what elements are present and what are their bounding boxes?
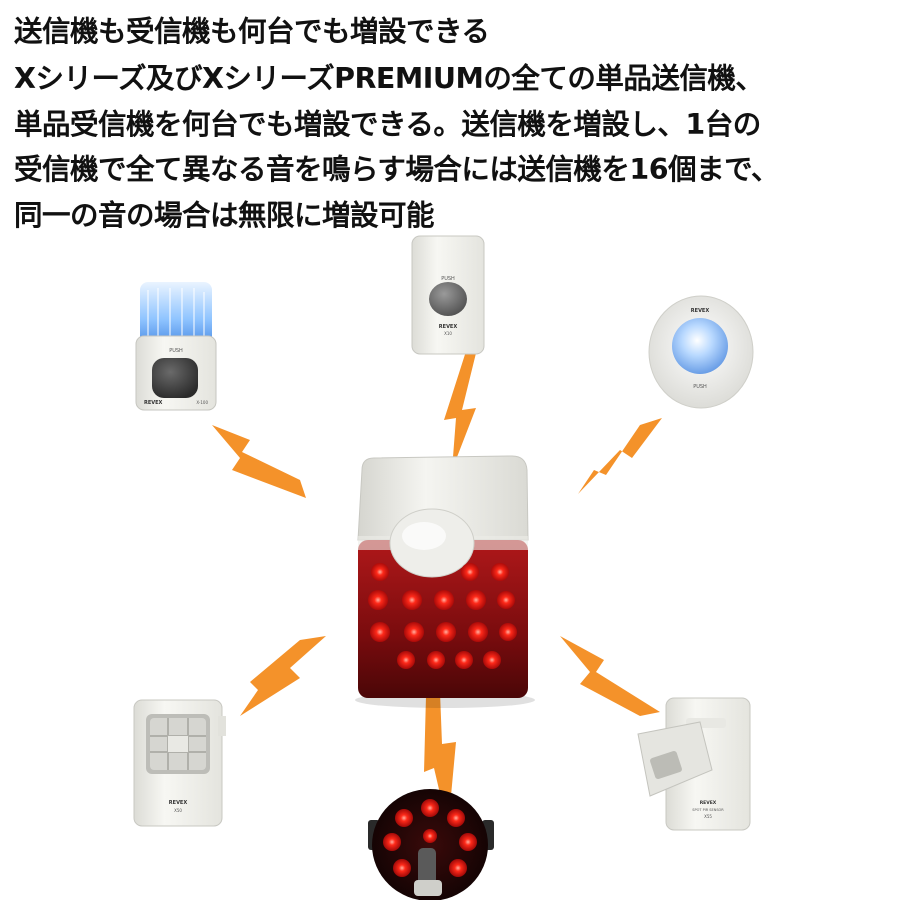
signal-bolt-bottom-left xyxy=(240,636,326,716)
pir-motion-sensor: REVEX X50 xyxy=(133,699,226,827)
headline-line-4: 同一の音の場合は無限に増設可能 xyxy=(14,198,435,232)
model-label-2: X10 xyxy=(444,331,452,336)
model-label-1: X-100 xyxy=(196,400,208,405)
headline-title: 送信機も受信機も何台でも増設できる xyxy=(14,15,490,48)
pir-lens xyxy=(150,718,206,770)
brand-logo-spot: REVEX xyxy=(700,800,717,806)
brand-logo-2: REVEX xyxy=(439,324,458,330)
round-push-label: PUSH xyxy=(693,384,707,390)
headline: 送信機も受信機も何台でも増設できる Xシリーズ及びXシリーズPREMIUMの全て… xyxy=(14,12,894,238)
headline-line-1: Xシリーズ及びXシリーズPREMIUMの全ての単品送信機、 xyxy=(14,62,764,95)
round-button-transmitter: REVEX PUSH xyxy=(648,295,754,409)
headline-line-3: 受信機で全て異なる音を鳴らす場合には送信機を16個まで、 xyxy=(14,153,779,186)
brand-logo-pir: REVEX xyxy=(169,800,188,806)
model-label-spot: X55 xyxy=(704,814,712,819)
headline-line-2: 単品受信機を何台でも増設できる。送信機を増設し、1台の xyxy=(14,107,761,141)
siren-receiver xyxy=(355,455,535,708)
spot-caption: SPOT PIR SENSOR xyxy=(692,808,724,812)
round-glow-button xyxy=(672,318,728,374)
siren-led-grid xyxy=(368,563,517,669)
push-button-dark xyxy=(152,358,198,398)
model-label-pir: X50 xyxy=(174,808,182,813)
brand-logo-1: REVEX xyxy=(144,400,163,406)
signal-bolt-top-right xyxy=(578,418,662,494)
push-button-light-transmitter: PUSH REVEX X-100 xyxy=(135,282,217,411)
push-button-transmitter: PUSH REVEX X10 xyxy=(411,235,485,355)
signal-bolt-bottom-right xyxy=(560,636,660,716)
signal-bolt-top-left xyxy=(212,425,306,498)
push-label-top: PUSH xyxy=(441,276,455,282)
round-brand: REVEX xyxy=(691,308,710,314)
rotating-red-lamp xyxy=(368,789,494,900)
push-label: PUSH xyxy=(169,348,183,354)
lamp-led-ring xyxy=(383,799,477,877)
push-button-grey xyxy=(429,282,467,316)
signal-bolt-top xyxy=(444,345,478,470)
spot-pir-sensor: REVEX SPOT PIR SENSOR X55 xyxy=(637,697,751,831)
